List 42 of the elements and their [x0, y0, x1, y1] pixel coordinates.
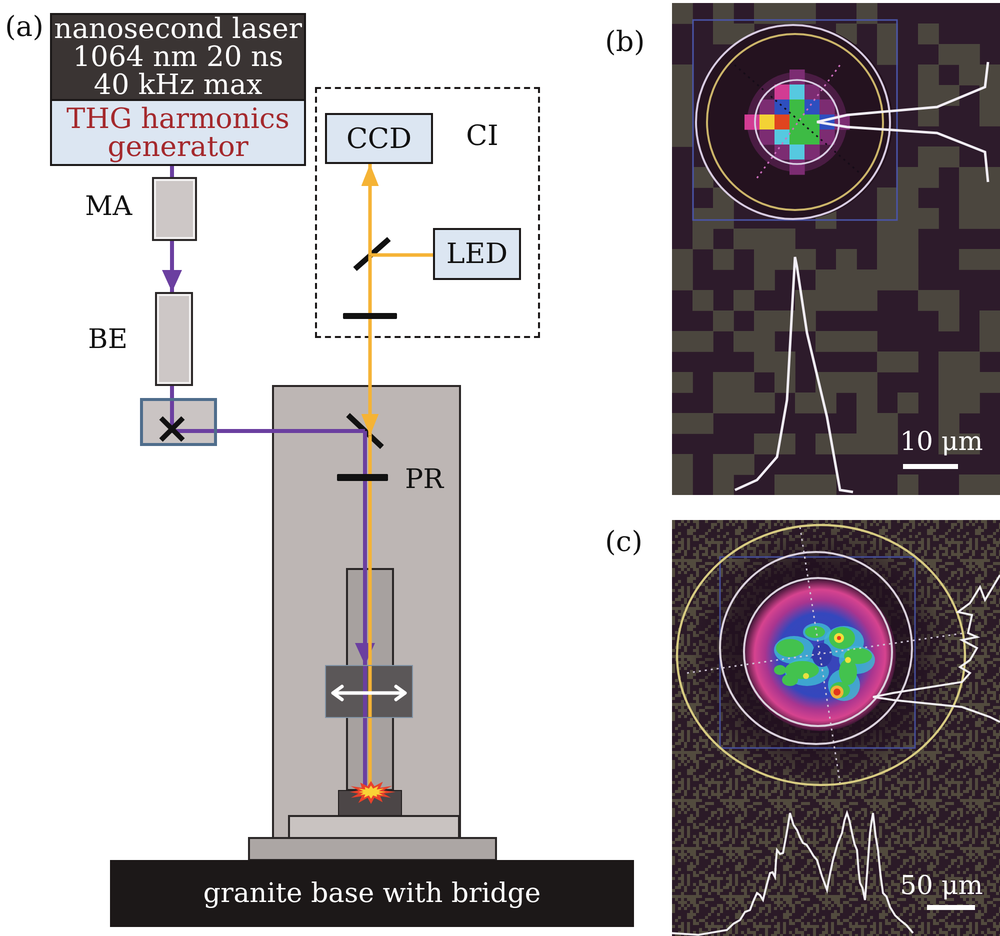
module-box	[152, 177, 197, 241]
component-label: PR	[405, 465, 444, 495]
beam-splitter	[352, 236, 392, 272]
laser-box	[50, 13, 306, 101]
beam-line	[368, 481, 372, 665]
light-source-box	[433, 228, 521, 280]
beam-arrow	[361, 164, 379, 256]
mirror	[345, 412, 385, 450]
panel-label: (c)	[605, 525, 643, 559]
beam-line	[368, 256, 372, 313]
frame-title: CI	[466, 121, 498, 151]
camera-box	[325, 113, 433, 164]
device-label: 40 kHz max	[94, 71, 262, 99]
crossed-box	[140, 398, 217, 446]
beam-arrow	[361, 319, 379, 436]
component-label: BE	[88, 325, 128, 355]
beam-line	[170, 166, 174, 177]
beam-line	[170, 386, 174, 398]
device-label: LED	[446, 239, 508, 269]
base-label: granite base with bridge	[203, 878, 541, 908]
beam-line	[368, 436, 372, 474]
dashed-frame	[315, 87, 540, 338]
component-label: MA	[85, 192, 132, 222]
lens-stage	[325, 665, 413, 718]
device-label: THG harmonics generator	[66, 104, 290, 160]
beam-arrow	[355, 481, 375, 665]
device-label: 1064 nm 20 ns	[72, 43, 284, 71]
beam-line	[370, 253, 433, 257]
panel-label: (a)	[5, 10, 44, 44]
scale-label: 10 μm	[900, 427, 983, 459]
generator-box	[50, 101, 306, 166]
optical-plate	[337, 474, 388, 481]
filter-plate	[343, 313, 397, 319]
beam-line	[217, 429, 365, 433]
module-box	[155, 292, 193, 386]
beam-line	[363, 431, 367, 474]
scale-label: 50 μm	[900, 871, 983, 903]
granite-base	[110, 860, 634, 927]
device-label: CCD	[346, 124, 412, 154]
beam-arrow	[162, 241, 182, 292]
device-label: nanosecond laser	[54, 15, 302, 43]
panel-label: (b)	[605, 25, 645, 59]
